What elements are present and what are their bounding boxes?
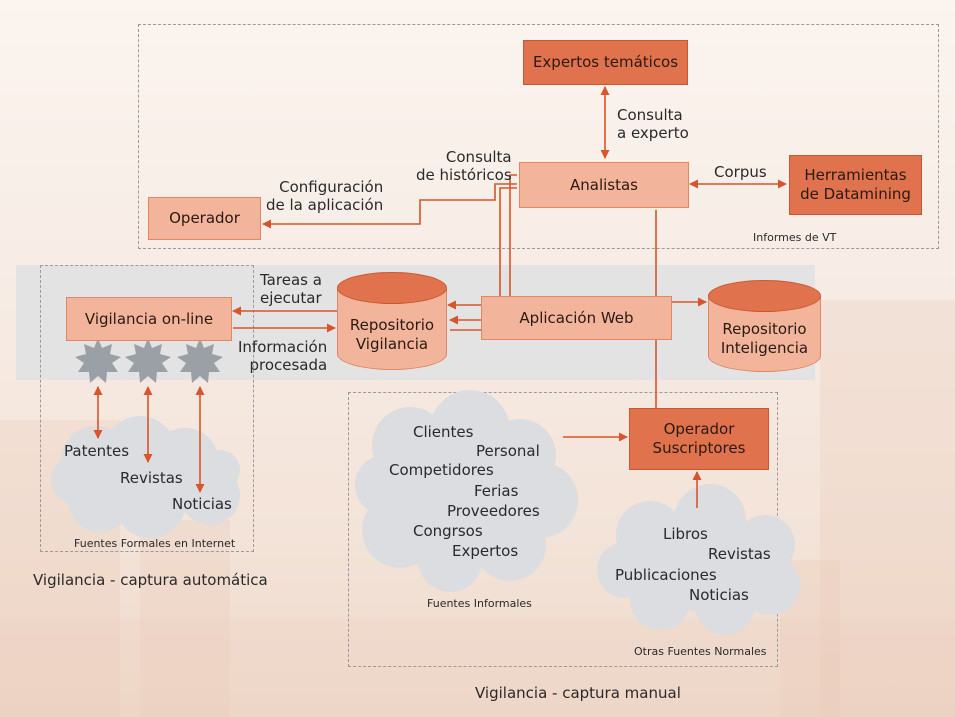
node-aplicacion-web: Aplicación Web: [481, 296, 672, 340]
region-label-otras-fuentes: Otras Fuentes Normales: [634, 645, 767, 658]
node-vigilancia-online: Vigilancia on-line: [66, 297, 232, 341]
connector-arrows: [93, 86, 787, 508]
watermark-block: [820, 300, 955, 717]
label-corpus: Corpus: [714, 163, 767, 181]
source-expertos: Expertos: [452, 542, 519, 560]
source-congrsos: Congrsos: [413, 522, 483, 540]
source-proveedores: Proveedores: [447, 502, 540, 520]
label-informacion: Información procesada: [238, 338, 328, 374]
label-tareas: Tareas a ejecutar: [260, 271, 322, 307]
node-analistas: Analistas: [519, 162, 689, 208]
source-patentes: Patentes: [64, 442, 130, 460]
source-competidores: Competidores: [389, 461, 494, 479]
cloud-normales: [597, 484, 800, 635]
node-repositorio-vigilancia: Repositorio Vigilancia: [337, 272, 447, 370]
source-noticias: Noticias: [172, 495, 232, 513]
source-noticias-2: Noticias: [689, 586, 749, 604]
node-operador-suscriptores: Operador Suscriptores: [629, 408, 769, 470]
repositorio-vigilancia-label: Repositorio Vigilancia: [349, 316, 435, 353]
cloud-informales: [355, 390, 578, 592]
region-label-fuentes-formales: Fuentes Formales en Internet: [74, 537, 236, 550]
source-personal: Personal: [476, 442, 540, 460]
source-revistas-2: Revistas: [708, 545, 771, 563]
label-consulta-historicos: Consulta de históricos: [416, 148, 512, 184]
node-herramientas-datamining: Herramientas de Datamining: [789, 155, 922, 215]
cylinder-top: [337, 272, 447, 304]
source-libros: Libros: [663, 525, 708, 543]
analysis-region: [138, 24, 939, 249]
source-clientes: Clientes: [413, 423, 474, 441]
node-repositorio-inteligencia: Repositorio Inteligencia: [708, 280, 821, 372]
caption-captura-automatica: Vigilancia - captura automática: [33, 571, 268, 589]
watermark-block: [0, 620, 955, 717]
region-label-informes: Informes de VT: [753, 231, 837, 244]
label-configuracion: Configuración de la aplicación: [266, 178, 384, 214]
node-operador: Operador: [148, 197, 261, 240]
gear-icon: [75, 338, 223, 383]
source-publicaciones: Publicaciones: [615, 566, 717, 584]
source-ferias: Ferias: [474, 482, 519, 500]
watermark-block: [140, 520, 230, 717]
label-consulta-experto: Consulta a experto: [617, 106, 689, 142]
source-revistas: Revistas: [120, 469, 183, 487]
formal-sources-region: [40, 265, 254, 552]
repositorio-inteligencia-label: Repositorio Inteligencia: [720, 320, 809, 357]
region-label-fuentes-informales: Fuentes Informales: [427, 597, 532, 610]
caption-captura-manual: Vigilancia - captura manual: [475, 684, 681, 702]
cylinder-top: [708, 280, 821, 312]
node-expertos-tematicos: Expertos temáticos: [523, 40, 688, 85]
